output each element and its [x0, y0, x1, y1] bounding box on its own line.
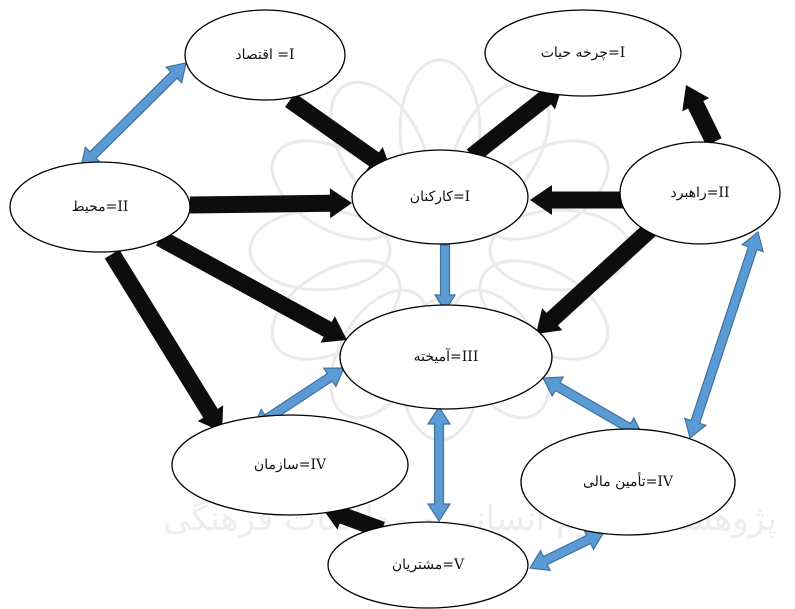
node-lifecycle-label: چرخه حیات=I [541, 45, 626, 61]
node-environment: محیط=II [9, 161, 191, 253]
node-employees: کارکنان=I [351, 149, 529, 245]
node-finance-label: تأمین مالی=IV [583, 471, 674, 490]
arrow-environment-to-mix [155, 230, 347, 343]
node-economy: اقتصاد =I [184, 9, 346, 101]
arrow-environment-to-employees [189, 188, 352, 219]
arrow-strategy-to-finance [684, 230, 764, 440]
node-strategy-label: راهبرد=II [670, 185, 729, 201]
arrow-strategy-to-lifecycle [682, 85, 722, 146]
node-mix-label: آمیخته=III [414, 347, 479, 365]
node-economy-label: اقتصاد =I [235, 47, 294, 63]
node-strategy: راهبرد=II [619, 141, 781, 245]
arrow-strategy-to-employees [530, 185, 627, 215]
arrow-environment-to-organization [104, 249, 224, 432]
node-organization-label: سازمان=IV [254, 457, 327, 473]
nodes-layer: اقتصاد =I چرخه حیات=I محیط=II کارکنان=I … [9, 9, 781, 609]
node-organization: سازمان=IV [171, 414, 409, 516]
arrow-employees-to-lifecycle [466, 84, 563, 163]
arrow-mix-to-finance [542, 376, 644, 438]
node-finance: تأمین مالی=IV [520, 428, 736, 536]
arrow-employees-to-mix [433, 244, 457, 313]
node-customers-label: مشتریان=V [392, 557, 465, 573]
arrow-strategy-to-mix [536, 219, 660, 334]
edges-layer [80, 62, 764, 572]
node-mix: آمیخته=III [339, 304, 553, 410]
node-customers: مشتریان=V [327, 521, 529, 609]
arrow-economy-to-employees [285, 93, 392, 172]
arrow-economy-to-environment [80, 62, 187, 168]
node-environment-label: محیط=II [72, 199, 129, 215]
arrow-mix-to-customers [426, 405, 452, 523]
node-employees-label: کارکنان=I [410, 189, 470, 205]
node-lifecycle: چرخه حیات=I [484, 9, 682, 97]
